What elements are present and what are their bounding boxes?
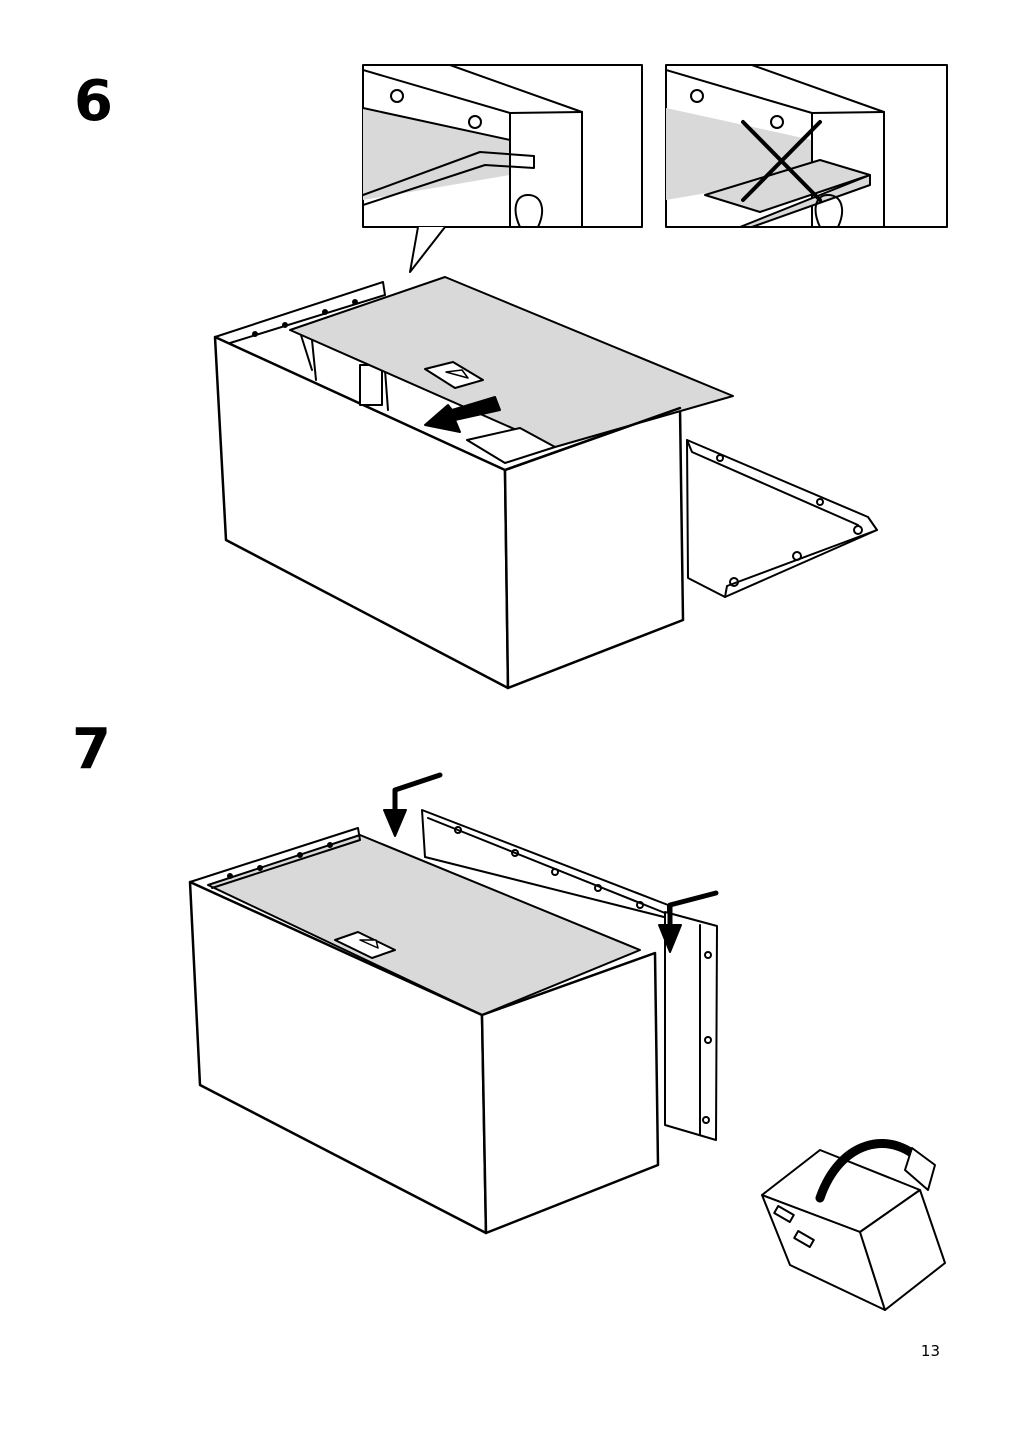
step-number-6: 6: [74, 69, 113, 134]
page-number: 13: [920, 1342, 940, 1360]
rotate-arrow-icon: [815, 1139, 936, 1203]
step7-end-panel: [664, 911, 718, 1141]
down-arrow-icon: [383, 772, 443, 837]
step7-cabinet: [188, 827, 660, 1235]
wrong-way-cross-icon: [741, 120, 822, 202]
step6-side-panel: [686, 439, 878, 598]
step-number-7: 7: [72, 717, 111, 782]
detail-wrong-box: [665, 64, 948, 228]
detail-correct-box: [362, 64, 643, 273]
down-arrow-icon: [658, 890, 719, 953]
slide-direction-arrow-icon: [424, 396, 501, 433]
rotation-hint-box: [761, 1149, 946, 1311]
step7-back-rail: [421, 809, 669, 919]
step6-cabinet: [213, 276, 734, 690]
